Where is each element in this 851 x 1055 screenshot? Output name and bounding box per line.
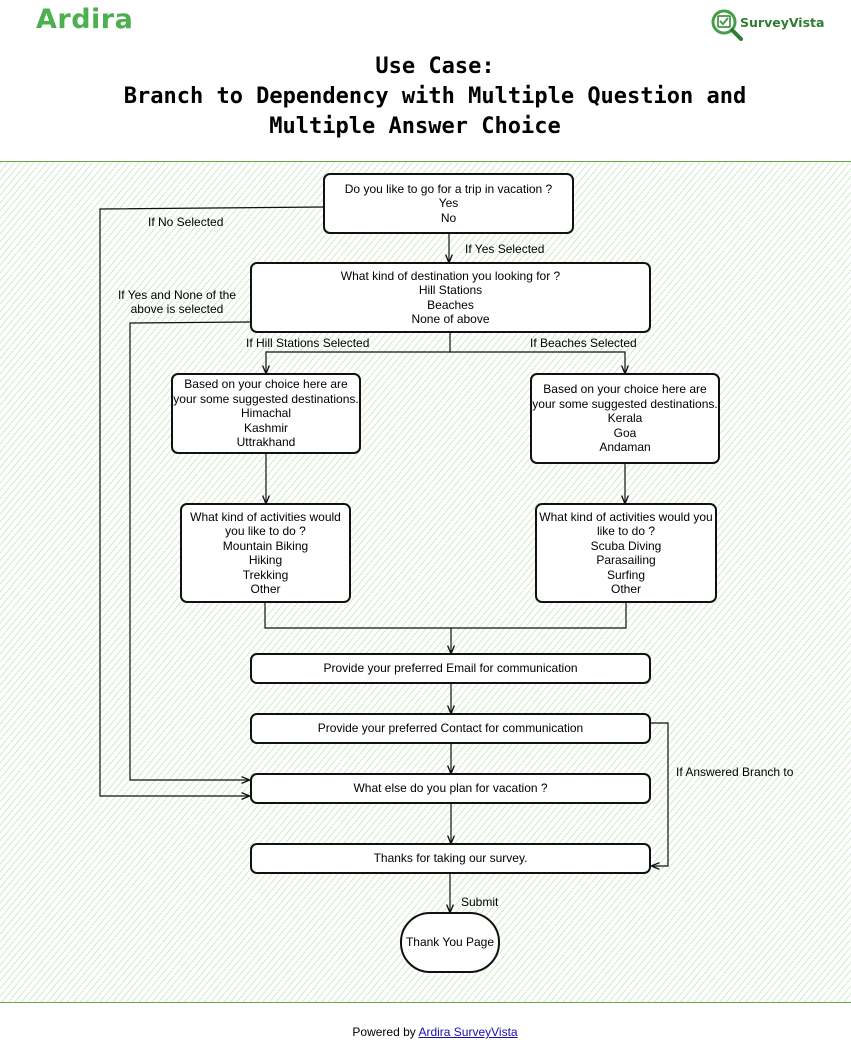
magnifier-check-icon (711, 9, 743, 41)
edge-label-none: If Yes and None of the above is selected (117, 288, 237, 316)
thanks-message: Thanks for taking our survey. (250, 843, 651, 874)
vacation-plan-question: What else do you plan for vacation ? (250, 773, 651, 804)
footer: Powered by Ardira SurveyVista (0, 1025, 851, 1039)
hill-destinations: Based on your choice here are your some … (171, 373, 361, 454)
surveyvista-link[interactable]: Ardira SurveyVista (418, 1025, 518, 1039)
title-line-2: Branch to Dependency with Multiple Quest… (123, 84, 747, 109)
surveyvista-logo-text: SurveyVista (740, 15, 825, 30)
ardira-logo: Ardira (36, 4, 134, 35)
beach-destinations: Based on your choice here are your some … (530, 373, 720, 464)
footer-powered-by: Powered by (352, 1025, 416, 1039)
title-line-3: Multiple Answer Choice (269, 114, 561, 139)
page-title: Use Case: Branch to Dependency with Mult… (0, 52, 851, 142)
question-destination: What kind of destination you looking for… (250, 262, 651, 333)
edge-label-answered: If Answered Branch to (676, 765, 794, 779)
contact-question: Provide your preferred Contact for commu… (250, 713, 651, 744)
edge-label-yes: If Yes Selected (465, 242, 545, 256)
edge-label-no: If No Selected (148, 215, 224, 229)
title-line-1: Use Case: (375, 54, 495, 79)
question-vacation-trip: Do you like to go for a trip in vacation… (323, 173, 574, 234)
thank-you-page: Thank You Page (400, 912, 500, 973)
hill-activities: What kind of activities would you like t… (180, 503, 351, 603)
edge-label-beach: If Beaches Selected (530, 336, 637, 350)
beach-activities: What kind of activities would you like t… (535, 503, 717, 603)
email-question: Provide your preferred Email for communi… (250, 653, 651, 684)
surveyvista-logo: SurveyVista (710, 8, 830, 44)
edge-label-submit: Submit (461, 895, 499, 909)
edge-label-hill: If Hill Stations Selected (246, 336, 370, 350)
